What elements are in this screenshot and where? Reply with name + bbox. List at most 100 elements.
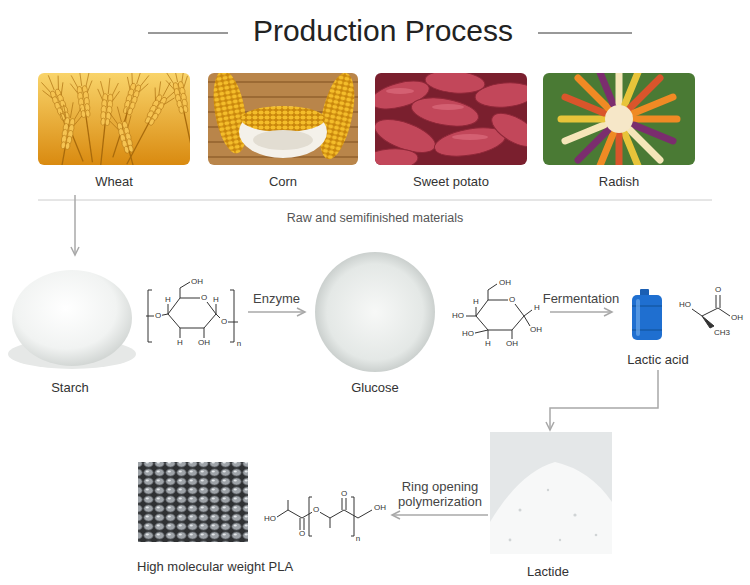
lactide-photo [547,489,549,491]
step-label: Enzyme [251,291,302,306]
atom-label: H [164,296,172,304]
glucose-structure [524,316,530,326]
sweet-potato-photo [375,73,527,165]
lactic-acid-structure [692,295,730,328]
atom-label: O [154,312,162,320]
process-arrow [550,311,612,313]
corn-photo [253,130,313,150]
atom-label: H [212,296,220,304]
radish-photo [634,97,673,113]
node-caption: Radish [599,174,639,190]
sweet-potato-photo [432,104,464,110]
starch-structure [180,328,181,338]
sweet-potato-photo [486,107,527,154]
glucose-structure [476,307,477,316]
atom-label: O [220,318,228,326]
glucose-structure [512,330,513,339]
sweet-potato-photo [424,73,486,96]
lactide-photo [595,534,598,537]
process-step: Starch [8,255,248,400]
step-label: Ring opening polymerization [390,479,490,509]
node-caption: Lactide [527,564,569,580]
pla-structure [351,497,354,536]
lactic-acid-barrel [640,289,649,296]
pla-structure [330,518,331,528]
pla-structure [277,510,372,518]
lactic-acid-structure [702,316,714,328]
radish-photo [561,73,677,165]
node-caption: Glucose [351,380,399,396]
process-step: High molecular weight PLA [135,458,392,580]
radish-photo [616,73,623,103]
radish-photo [616,135,623,165]
lactide-photo [490,432,612,554]
starch-structure [168,298,216,328]
atom-label: OH [190,278,204,286]
sweet-potato-photo [375,73,527,165]
glucose-structure [466,316,476,317]
lactic-acid-structure [716,295,720,308]
radish-photo [597,73,613,104]
glucose-structure [524,310,532,316]
node-caption: Wheat [95,174,133,190]
lactic-acid-barrel [636,299,640,336]
lactide-photo [509,489,598,542]
section-caption: Raw and semifinished materials [286,212,464,225]
atom-label: OH [373,504,387,512]
lactic-acid-structure [718,308,730,316]
process-step: Glucose [305,252,550,397]
starch-structure [216,304,217,314]
starch-structure [146,282,238,342]
atom-label: H [484,340,492,348]
atom-label: OH [498,279,512,287]
atom-label: n [236,340,242,348]
atom-label: HO [678,301,692,309]
wheat-photo [107,104,152,165]
radish-photo [605,105,633,133]
process-step: Lactide [488,430,612,580]
process-arrow [392,514,488,516]
atom-label: CH3 [713,329,731,337]
starch-structure [148,290,152,342]
atom-label: H [472,298,480,306]
sweet-potato-photo [409,93,480,130]
wheat-photo [38,73,190,165]
starch-structure [204,328,205,338]
atom-label: OH [529,326,543,334]
sweet-potato-photo [386,88,488,140]
radish-photo [565,125,604,141]
atom-label: O [340,490,348,498]
node-caption: Corn [269,174,297,190]
diagram-title: Production Process [253,13,513,49]
sweet-potato-photo [375,147,419,165]
atom-label: OH [730,314,744,322]
radish-photo [561,116,603,123]
starch-structure [230,290,234,342]
process-arrow [74,195,76,255]
node-caption: Lactic acid [627,352,688,368]
lactide-photo [559,539,561,541]
lactic-acid-barrel [632,295,662,340]
atom-label: O [714,286,722,294]
node-caption: Sweet potato [413,174,489,190]
pla-structure [288,500,289,510]
title-rule [538,33,632,34]
process-step: Radish [543,73,695,195]
starch-structure [180,282,190,298]
starch-structure [168,304,169,314]
process-step: Corn [208,73,358,195]
lactide-photo [509,539,512,542]
wheat-photo [89,77,121,165]
radish-photo [635,116,677,123]
atom-label: O [298,530,306,538]
lactide-photo [490,462,612,554]
pla-structure [300,518,304,530]
process-arrow [248,311,305,313]
atom-label: O [508,296,516,304]
corn-photo [208,73,358,165]
process-step: Sweet potato [375,73,527,195]
wheat-photo [46,100,84,165]
wheat-photo [163,73,190,160]
glucose-structure [476,300,524,330]
